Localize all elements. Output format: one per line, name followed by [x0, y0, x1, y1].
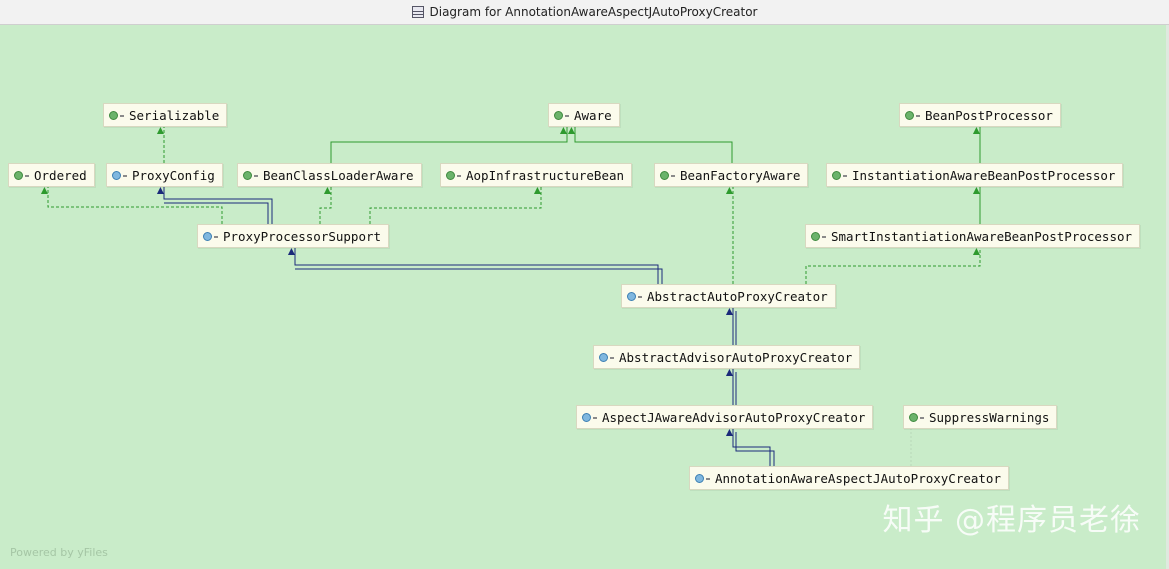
node-aspectj-aware-advisor-auto-proxy-creator[interactable]: AspectJAwareAdvisorAutoProxyCreator	[576, 405, 874, 429]
edge-pps-aopinfrastructurebean	[369, 187, 542, 224]
interface-icon	[905, 110, 920, 120]
interface-icon	[660, 170, 675, 180]
node-label: AspectJAwareAdvisorAutoProxyCreator	[602, 409, 866, 425]
edge-pps-ordered	[40, 187, 223, 224]
diagram-icon	[411, 6, 424, 18]
node-label: AbstractAutoProxyCreator	[647, 288, 828, 304]
canvas-right-border	[1166, 25, 1169, 569]
interface-icon	[243, 170, 258, 180]
node-abstract-advisor-auto-proxy-creator[interactable]: AbstractAdvisorAutoProxyCreator	[593, 345, 861, 369]
powered-by-footer: Powered by yFiles	[10, 546, 108, 559]
interface-icon	[109, 110, 124, 120]
interface-icon	[832, 170, 847, 180]
class-icon	[203, 231, 218, 241]
edge-aapc-smart	[805, 248, 981, 284]
interface-icon	[909, 412, 924, 422]
node-annotation-aware-aspectj-auto-proxy-creator[interactable]: AnnotationAwareAspectJAutoProxyCreator	[689, 466, 1009, 490]
watermark: 知乎 @程序员老徐	[882, 503, 1141, 538]
node-label: Serializable	[129, 107, 220, 123]
node-bean-class-loader-aware[interactable]: BeanClassLoaderAware	[237, 163, 422, 187]
node-label: AnnotationAwareAspectJAutoProxyCreator	[715, 470, 1001, 486]
node-label: Aware	[574, 107, 612, 123]
node-label: ProxyProcessorSupport	[223, 228, 382, 244]
node-label: AopInfrastructureBean	[466, 167, 625, 183]
node-ordered[interactable]: Ordered	[8, 163, 95, 187]
interface-icon	[554, 110, 569, 120]
node-label: BeanClassLoaderAware	[263, 167, 414, 183]
edge-beanclassloaderaware-aware	[330, 127, 568, 163]
edge-annotation-aspectj	[725, 429, 771, 466]
diagram-edges	[40, 127, 981, 466]
node-proxy-processor-support[interactable]: ProxyProcessorSupport	[197, 224, 390, 248]
node-label: SmartInstantiationAwareBeanPostProcessor	[831, 228, 1133, 244]
node-aop-infrastructure-bean[interactable]: AopInfrastructureBean	[440, 163, 633, 187]
interface-icon	[14, 170, 29, 180]
node-serializable[interactable]: Serializable	[103, 103, 228, 127]
node-label: InstantiationAwareBeanPostProcessor	[852, 167, 1116, 183]
node-label: BeanPostProcessor	[925, 107, 1053, 123]
interface-icon	[811, 231, 826, 241]
node-aware[interactable]: Aware	[548, 103, 620, 127]
class-icon	[582, 412, 597, 422]
node-suppress-warnings[interactable]: SuppressWarnings	[903, 405, 1058, 429]
diagram-canvas[interactable]: Serializable Aware BeanPostProcessor Ord…	[0, 25, 1169, 569]
node-abstract-auto-proxy-creator[interactable]: AbstractAutoProxyCreator	[621, 284, 836, 308]
node-label: AbstractAdvisorAutoProxyCreator	[619, 349, 853, 365]
class-icon	[627, 291, 642, 301]
edge-beanfactoryaware-aware	[567, 127, 733, 163]
class-icon	[112, 170, 127, 180]
class-icon	[695, 473, 710, 483]
node-proxy-config[interactable]: ProxyConfig	[106, 163, 223, 187]
class-icon	[599, 352, 614, 362]
node-bean-factory-aware[interactable]: BeanFactoryAware	[654, 163, 809, 187]
node-bean-post-processor[interactable]: BeanPostProcessor	[899, 103, 1061, 127]
node-smart-instantiation-aware-bpp[interactable]: SmartInstantiationAwareBeanPostProcessor	[805, 224, 1141, 248]
edge-aapc-pps	[287, 248, 659, 284]
node-label: BeanFactoryAware	[680, 167, 801, 183]
node-label: ProxyConfig	[132, 167, 215, 183]
edge-pps-beanclassloaderaware	[319, 187, 332, 224]
node-label: SuppressWarnings	[929, 409, 1050, 425]
window-title: Diagram for AnnotationAwareAspectJAutoPr…	[429, 5, 758, 19]
node-label: Ordered	[34, 167, 87, 183]
edge-pps-proxyconfig	[156, 187, 273, 224]
interface-icon	[446, 170, 461, 180]
node-instantiation-aware-bpp[interactable]: InstantiationAwareBeanPostProcessor	[826, 163, 1124, 187]
window-titlebar: Diagram for AnnotationAwareAspectJAutoPr…	[0, 0, 1169, 25]
